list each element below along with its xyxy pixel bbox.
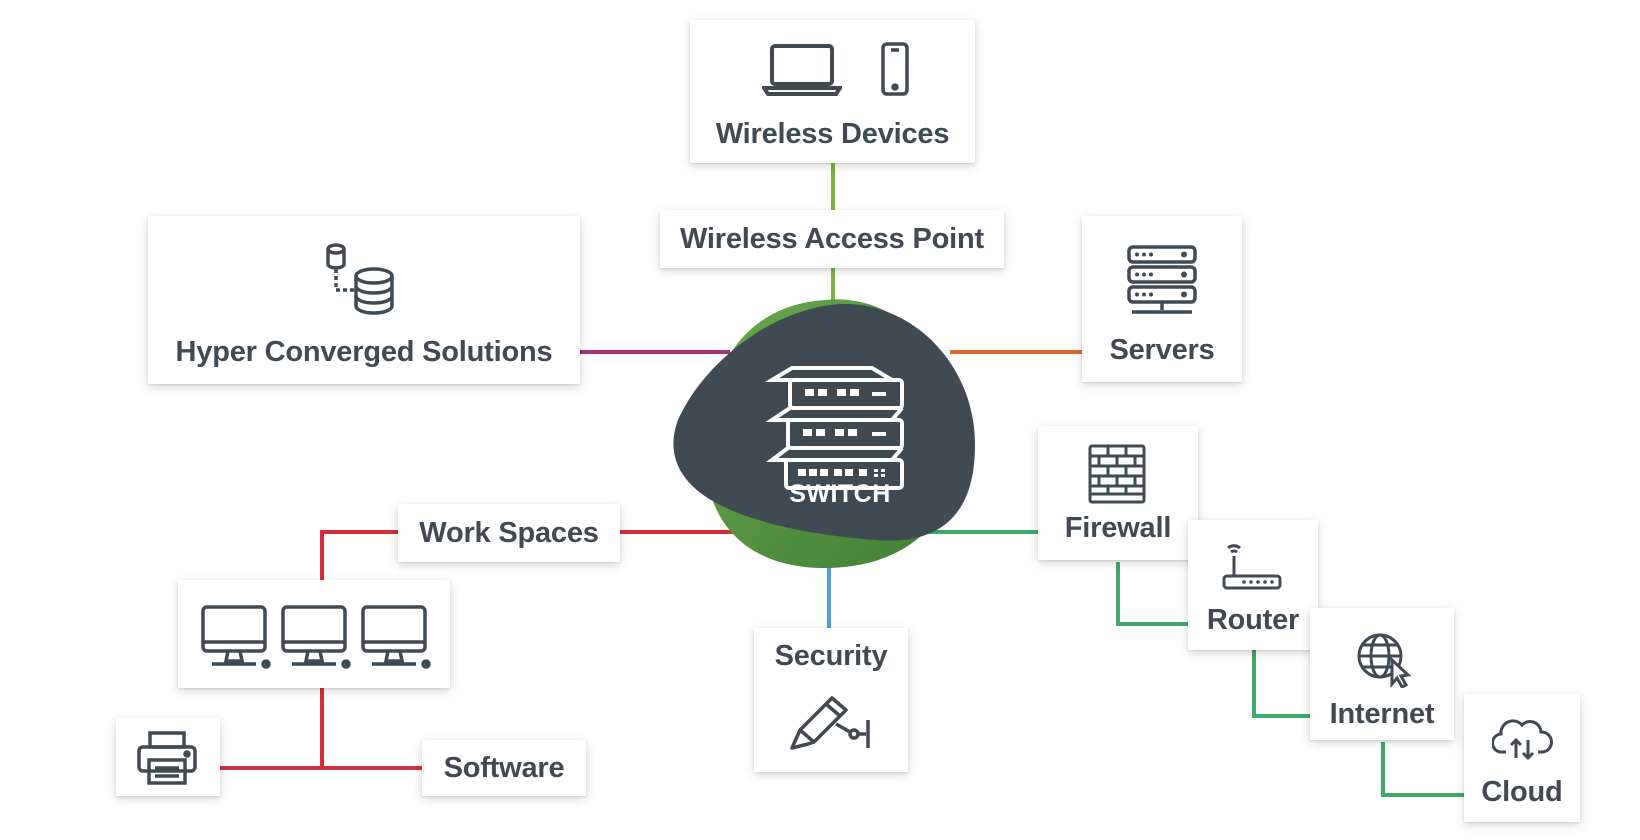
- brick-wall-icon: [1088, 444, 1146, 504]
- firewall-node: Firewall: [1038, 426, 1198, 560]
- router-node: Router: [1188, 520, 1318, 650]
- switch-hub: [673, 299, 975, 569]
- printer-node: [116, 718, 220, 796]
- software-node: Software: [422, 740, 586, 796]
- work-spaces-node: Work Spaces: [398, 504, 620, 562]
- security-camera-icon: [788, 690, 874, 754]
- cloud-label: Cloud: [1481, 776, 1563, 808]
- server-rack-icon: [1126, 244, 1198, 316]
- router-icon: [1222, 540, 1282, 592]
- switch-stack-icon: [764, 366, 904, 490]
- security-node: Security: [754, 628, 908, 772]
- work-spaces-tree: [320, 530, 400, 580]
- wireless-access-point-node: Wireless Access Point: [660, 210, 1004, 268]
- globe-cursor-icon: [1356, 632, 1414, 688]
- desktop-icon: [360, 604, 432, 670]
- smartphone-icon: [880, 42, 910, 96]
- laptop-icon: [762, 42, 842, 96]
- security-label: Security: [774, 640, 888, 672]
- wireless-devices-node: Wireless Devices: [690, 20, 975, 163]
- internet-connector: [1252, 650, 1312, 718]
- switch-label: SWITCH: [789, 480, 891, 508]
- internet-label: Internet: [1329, 698, 1435, 730]
- work-spaces-label: Work Spaces: [419, 516, 599, 549]
- firewall-label: Firewall: [1064, 512, 1172, 544]
- router-connector: [1116, 562, 1190, 626]
- wireless-devices-label: Wireless Devices: [715, 118, 950, 150]
- internet-node: Internet: [1310, 608, 1454, 740]
- desktop-icon: [200, 604, 272, 670]
- printer-icon: [136, 730, 198, 786]
- desktop-icon: [280, 604, 352, 670]
- workstations-node: [178, 580, 450, 688]
- cloud-connector: [1381, 742, 1466, 797]
- servers-node: Servers: [1082, 216, 1242, 382]
- hyper-converged-node: Hyper Converged Solutions: [148, 216, 580, 384]
- cloud-node: Cloud: [1464, 694, 1580, 822]
- servers-label: Servers: [1109, 334, 1215, 366]
- cloud-sync-icon: [1492, 714, 1554, 762]
- hyper-converged-label: Hyper Converged Solutions: [175, 336, 553, 368]
- database-link-icon: [324, 242, 400, 318]
- router-label: Router: [1206, 604, 1300, 636]
- wireless-access-point-label: Wireless Access Point: [680, 222, 984, 255]
- software-label: Software: [443, 751, 565, 784]
